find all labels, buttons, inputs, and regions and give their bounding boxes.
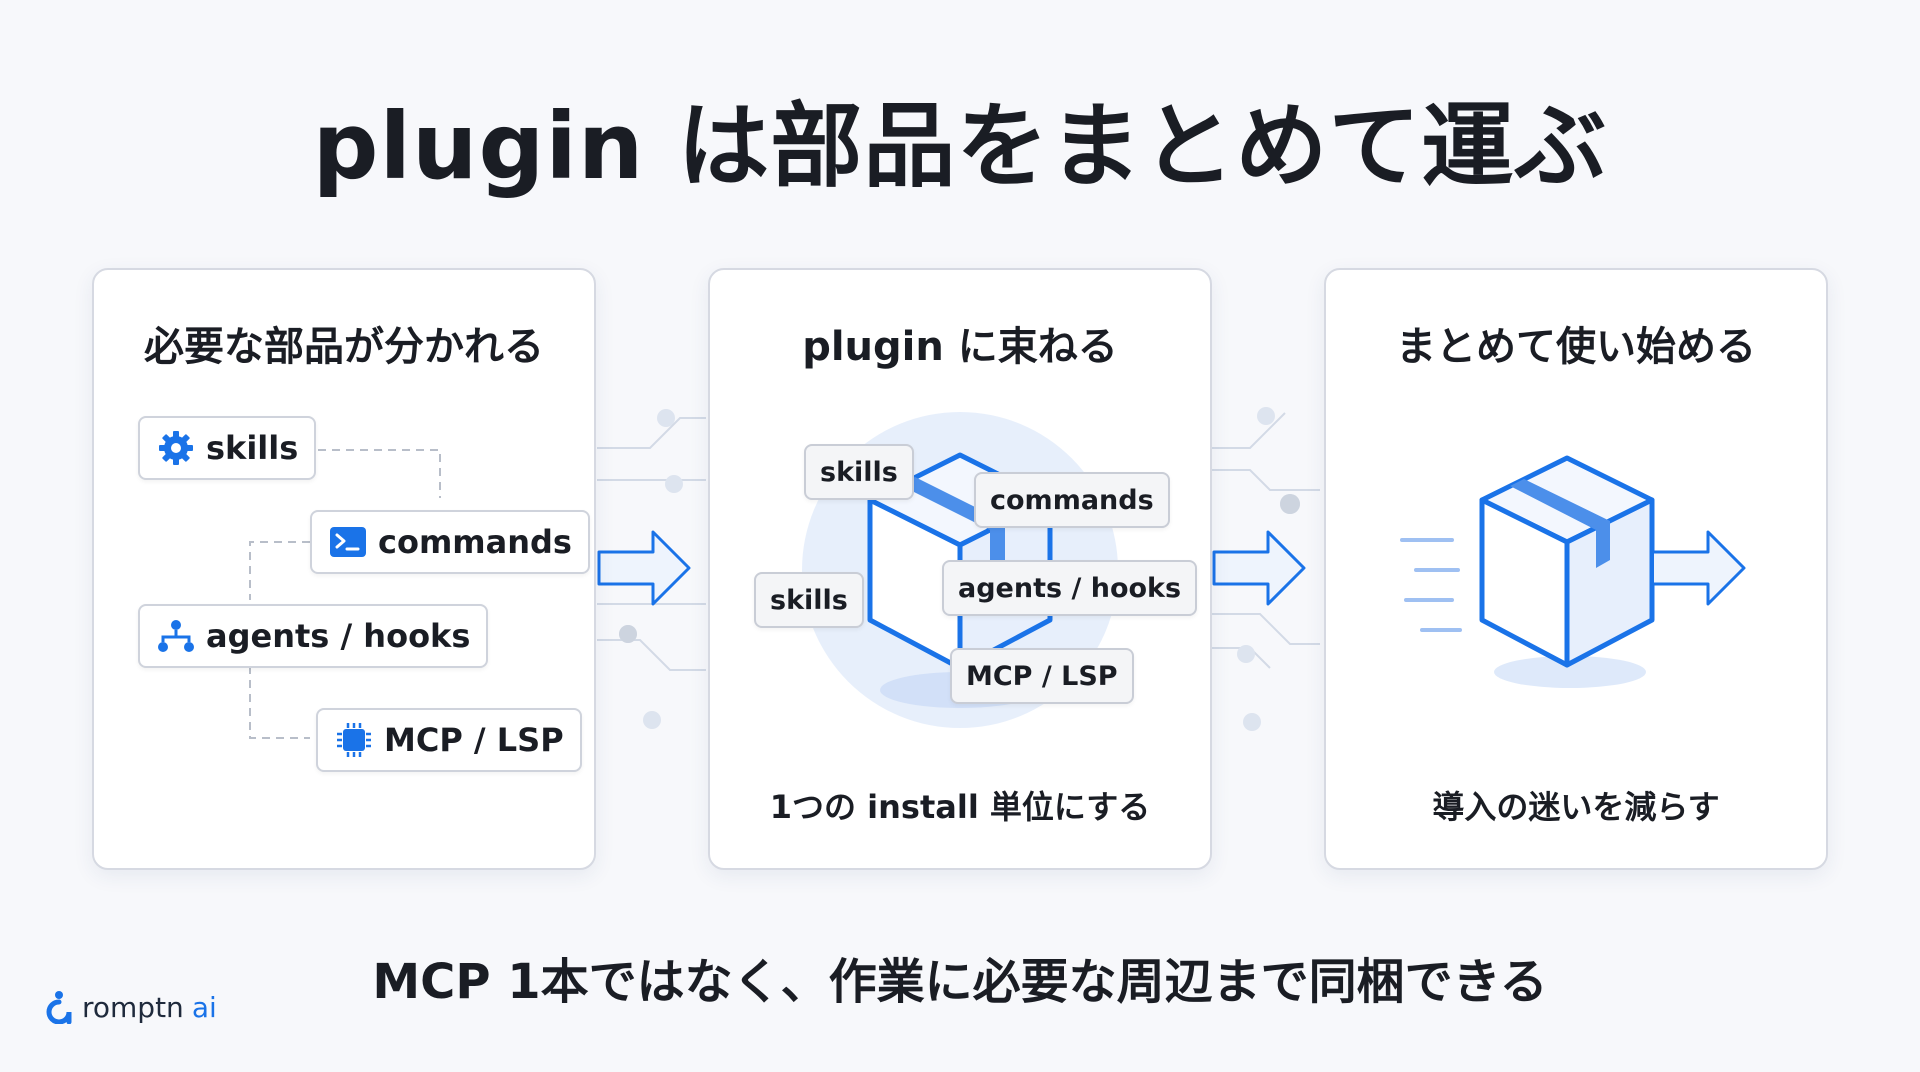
cpu-chip-icon: [337, 723, 371, 757]
moving-package-icon: [1400, 455, 1746, 688]
chip-label: agents / hooks: [206, 617, 471, 655]
chip-label: skills: [770, 584, 848, 616]
arrow-right-icon: [597, 530, 691, 606]
panel-start-using: まとめて使い始める 導入の迷いを減らす: [1324, 268, 1828, 870]
terminal-icon: [330, 527, 366, 557]
chip-commands: commands: [974, 472, 1170, 528]
chip-label: commands: [378, 523, 572, 561]
panel-title: 必要な部品が分かれる: [144, 324, 544, 370]
panel-title: plugin に束ねる: [802, 324, 1118, 370]
panel-bundle: plugin に束ねる skills commands skills agent…: [708, 268, 1212, 870]
chip-label: MCP / LSP: [966, 660, 1118, 692]
logo-name: romptn: [82, 990, 184, 1024]
footer-message: MCP 1本ではなく、作業に必要な周辺まで同梱できる: [372, 954, 1548, 1010]
chip-agents-hooks: agents / hooks: [942, 560, 1198, 616]
chip-skills: skills: [804, 444, 914, 500]
dashed-connectors: [249, 449, 441, 739]
chip-mcp-lsp: MCP / LSP: [316, 708, 582, 772]
panel-separated-parts: 必要な部品が分かれる skills: [92, 268, 596, 870]
brand-logo: romptn ai: [44, 990, 217, 1024]
chip-mcp-lsp: MCP / LSP: [950, 648, 1134, 704]
chip-label: agents / hooks: [958, 572, 1182, 604]
chip-skills: skills: [138, 416, 317, 480]
arrow-right-icon: [1212, 530, 1306, 606]
chip-skills: skills: [754, 572, 864, 628]
romptn-logo-icon: [46, 991, 72, 1024]
chip-label: skills: [820, 456, 898, 488]
chip-label: skills: [206, 429, 299, 467]
logo-suffix: ai: [191, 990, 217, 1024]
panel-caption: 1つの install 単位にする: [769, 788, 1151, 826]
gear-icon: [159, 431, 193, 465]
chip-label: commands: [990, 484, 1154, 516]
panel-caption: 導入の迷いを減らす: [1432, 788, 1720, 826]
panel-title: まとめて使い始める: [1396, 324, 1756, 370]
chip-label: MCP / LSP: [384, 721, 564, 759]
chip-agents-hooks: agents / hooks: [138, 604, 489, 668]
chip-commands: commands: [310, 510, 590, 574]
page-title: plugin は部品をまとめて運ぶ: [312, 93, 1608, 200]
hierarchy-icon: [158, 620, 194, 652]
